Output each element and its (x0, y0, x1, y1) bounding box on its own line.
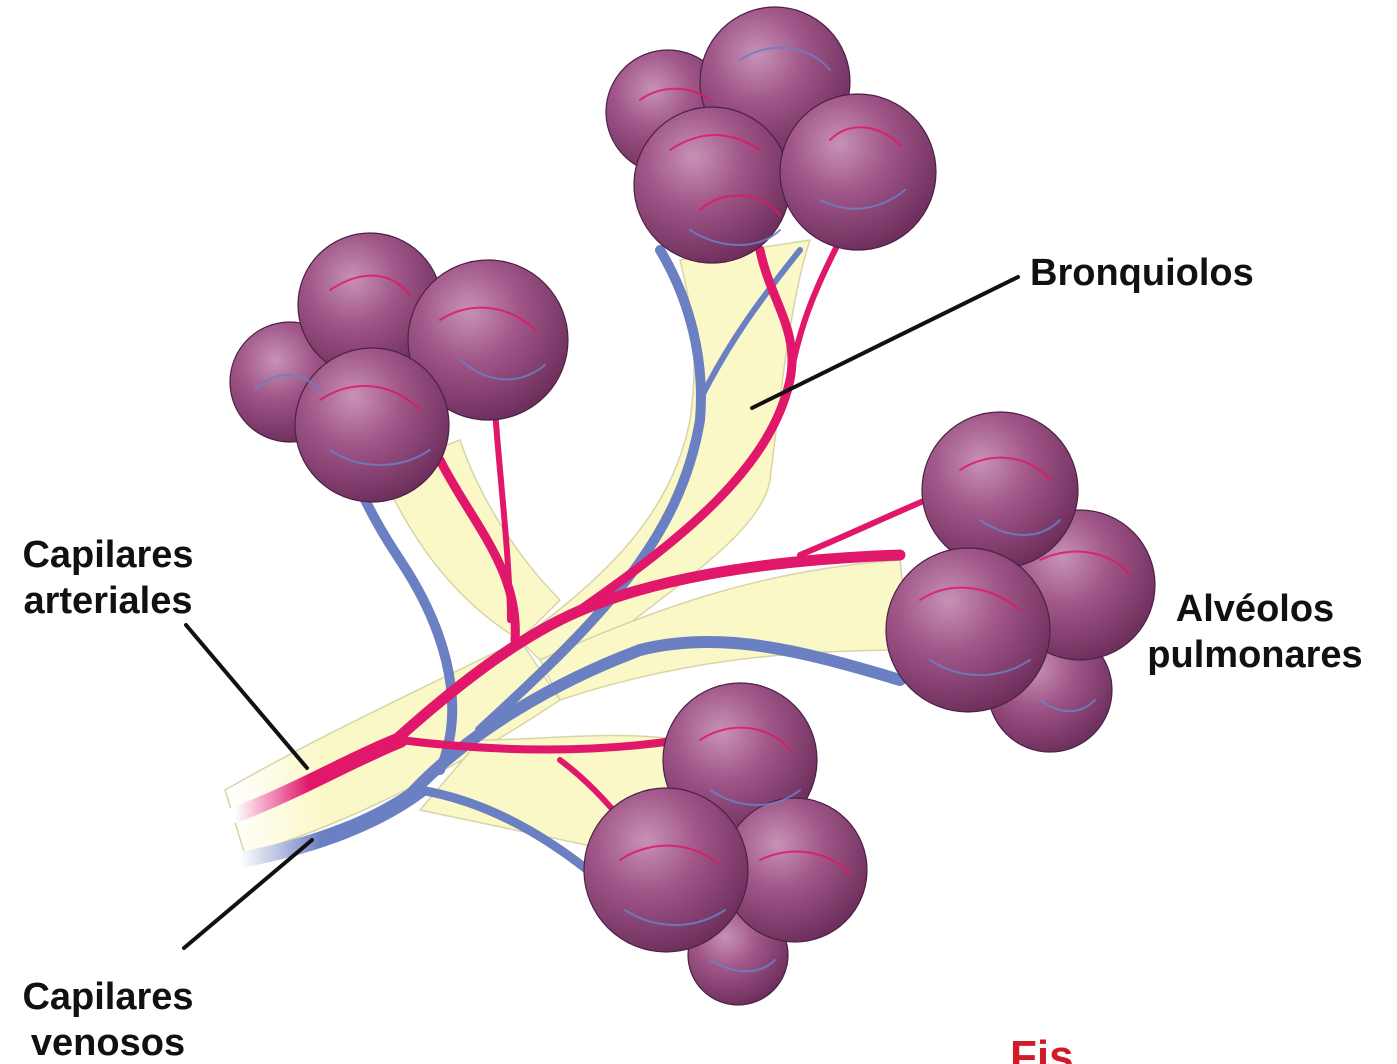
alveoli-cluster-upper-left (230, 233, 568, 502)
alveoli-cluster-bottom (584, 683, 867, 1005)
label-alveolos-line2: pulmonares (1135, 632, 1375, 678)
alveoli-cluster-right (886, 412, 1155, 752)
label-capilares-arteriales: Capilares arteriales (8, 532, 208, 624)
partial-bottom-caption-text: Fis (1010, 1034, 1074, 1064)
label-venosos-line1: Capilares (8, 974, 208, 1020)
label-alveolos-pulmonares: Alvéolos pulmonares (1135, 586, 1375, 678)
label-capilares-venosos: Capilares venosos (8, 974, 208, 1064)
label-bronquiolos: Bronquiolos (1030, 250, 1254, 296)
leader-arteriales (186, 625, 307, 768)
label-bronquiolos-text: Bronquiolos (1030, 250, 1254, 296)
label-venosos-line2: venosos (8, 1020, 208, 1064)
label-arteriales-line1: Capilares (8, 532, 208, 578)
label-alveolos-line1: Alvéolos (1135, 586, 1375, 632)
label-arteriales-line2: arteriales (8, 578, 208, 624)
partial-bottom-caption: Fis (1010, 1034, 1074, 1064)
